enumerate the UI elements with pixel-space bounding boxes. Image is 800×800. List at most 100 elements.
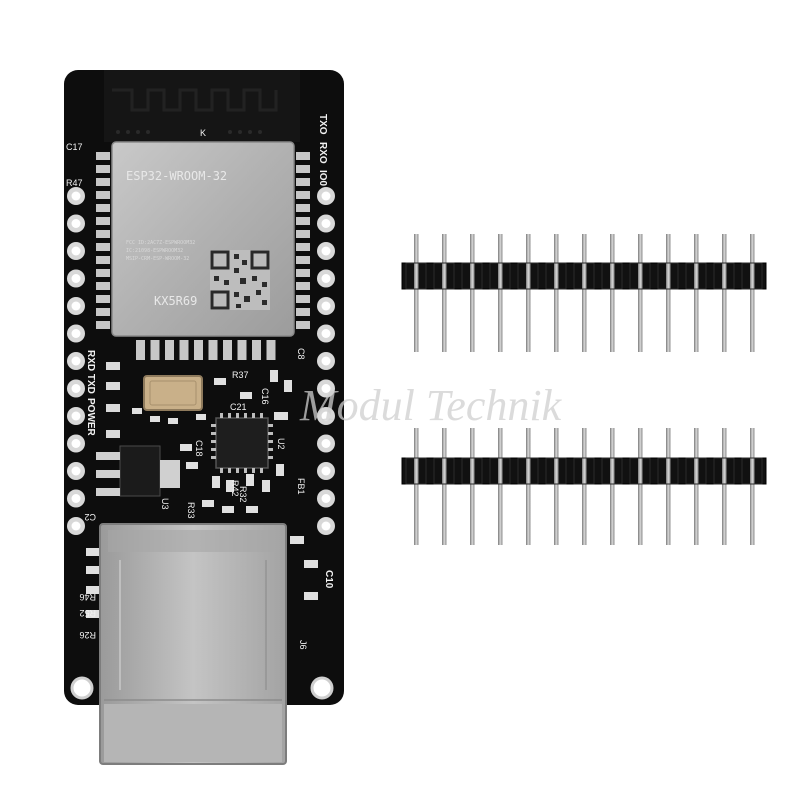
header-hole-center — [321, 274, 331, 283]
label-io0: IO0 — [317, 170, 328, 187]
header-pin — [610, 234, 615, 352]
antenna-trace — [112, 88, 278, 112]
header-pin — [582, 428, 587, 545]
module-pin — [296, 282, 310, 290]
label-r42: R42 — [230, 480, 240, 497]
esp32-ethernet-dev-board: K ESP32-WROOM-32 FCC ID:2AC7Z-ESPWROOM32… — [64, 70, 344, 765]
module-pin — [296, 295, 310, 303]
header-pin-housing — [741, 262, 763, 290]
label-c21: C21 — [230, 402, 247, 412]
header-pin-housing — [629, 262, 651, 290]
module-pin — [96, 152, 110, 160]
header-holes-right — [317, 187, 335, 535]
header-pin — [470, 234, 475, 352]
module-pin — [296, 308, 310, 316]
header-pin-housing — [573, 262, 595, 290]
header-hole-center — [321, 191, 331, 201]
module-pin — [252, 340, 261, 360]
header-hole-center — [321, 301, 331, 311]
module-pin — [266, 340, 276, 360]
header-pin — [666, 428, 671, 545]
antenna-area — [104, 70, 300, 142]
qr-code — [210, 250, 270, 310]
header-pin-housing — [573, 457, 595, 485]
header-hole-center — [321, 466, 331, 476]
label-j6: J6 — [298, 640, 308, 650]
header-pin — [638, 234, 643, 352]
header-hole-center — [71, 384, 81, 393]
rj45-jack — [99, 523, 287, 765]
phy-pins — [211, 413, 273, 473]
antenna-mark: K — [200, 128, 206, 138]
label-rxo: RXO — [317, 142, 328, 164]
module-pin — [96, 269, 110, 277]
module-pin — [150, 340, 160, 360]
header-pin-housing — [461, 262, 483, 290]
module-side-pins-left — [96, 152, 110, 329]
header-hole-center — [321, 356, 331, 366]
header-hole-center — [321, 521, 331, 531]
module-castellated-pins — [136, 340, 276, 360]
header-pin-housing — [713, 262, 735, 290]
module-pin — [96, 217, 110, 225]
header-pin-housing — [601, 457, 623, 485]
crystal — [143, 375, 203, 411]
header-hole-center — [71, 191, 81, 201]
header-pin-housing — [517, 262, 539, 290]
module-pin — [296, 191, 310, 199]
header-hole-center — [71, 246, 81, 256]
header-pin-housing — [685, 262, 707, 290]
header-pin — [582, 234, 587, 352]
module-pin — [296, 230, 310, 238]
header-holes-left — [67, 187, 85, 535]
module-fine-print-2: IC:21098-ESPWROOM32 — [126, 248, 183, 254]
header-hole-center — [321, 329, 331, 338]
header-hole-center — [71, 411, 81, 421]
label-c17: C17 — [66, 142, 83, 152]
module-pin — [179, 340, 189, 360]
header-hole-center — [71, 274, 81, 283]
header-hole-center — [321, 411, 331, 421]
header-hole-center — [321, 494, 331, 503]
module-pin — [223, 340, 232, 360]
header-pins — [405, 234, 763, 352]
module-pin — [165, 340, 174, 360]
header-pin-housing — [545, 457, 567, 485]
label-r26: R26 — [79, 630, 96, 640]
header-pins — [405, 428, 763, 545]
header-pin — [610, 428, 615, 545]
header-pin — [526, 428, 531, 545]
header-pin — [498, 234, 503, 352]
header-pin-housing — [545, 262, 567, 290]
header-hole-center — [321, 219, 331, 228]
header-hole-center — [71, 356, 81, 366]
label-fb1: FB1 — [296, 478, 306, 495]
header-hole-center — [321, 246, 331, 256]
header-pin — [498, 428, 503, 545]
label-r46: R46 — [79, 592, 96, 602]
module-pin — [296, 217, 310, 225]
header-hole-center — [71, 301, 81, 311]
header-pin — [442, 234, 447, 352]
module-fine-print-3: MSIP-CRM-ESP-WROOM-32 — [126, 256, 189, 262]
header-pin-housing — [433, 457, 455, 485]
label-c2: C2 — [84, 512, 96, 522]
mounting-hole — [70, 676, 94, 700]
label-power: POWER — [85, 398, 96, 437]
header-pin — [414, 234, 419, 352]
header-hole-center — [71, 219, 81, 228]
module-pin — [96, 321, 110, 329]
module-pin — [296, 152, 310, 160]
header-pin — [470, 428, 475, 545]
label-c10: C10 — [323, 570, 334, 589]
label-r33: R33 — [186, 502, 196, 519]
label-c8: C8 — [296, 348, 306, 360]
header-pin-housing — [657, 457, 679, 485]
header-pin — [526, 234, 531, 352]
header-pin-housing — [489, 457, 511, 485]
header-hole-center — [321, 384, 331, 393]
module-pin — [96, 256, 110, 264]
voltage-regulator — [119, 445, 161, 497]
label-r32: R32 — [238, 486, 248, 503]
label-c18: C18 — [194, 440, 204, 457]
